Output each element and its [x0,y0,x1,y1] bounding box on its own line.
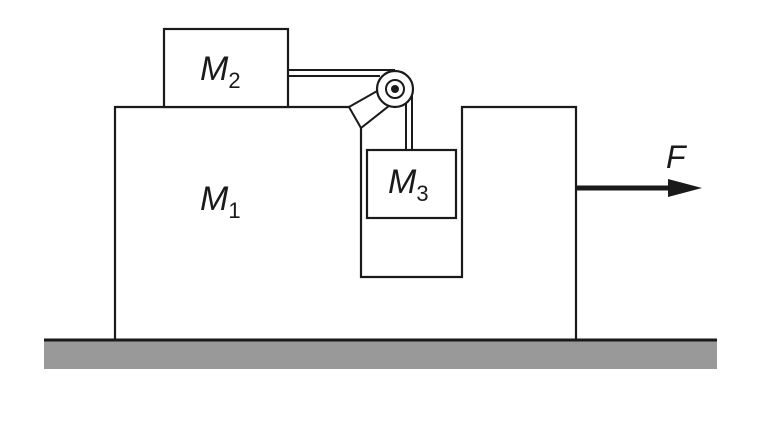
block-m3 [365,148,458,220]
label-m2: M2 [200,50,241,93]
label-force: F [666,139,688,175]
ground-surface [44,340,717,369]
label-m3: M3 [388,163,429,206]
pulley-axle [391,85,399,93]
block-m1-outline [113,105,578,340]
block-m2 [162,27,290,109]
label-m1: M1 [200,180,241,223]
force-arrow-head [668,179,702,197]
